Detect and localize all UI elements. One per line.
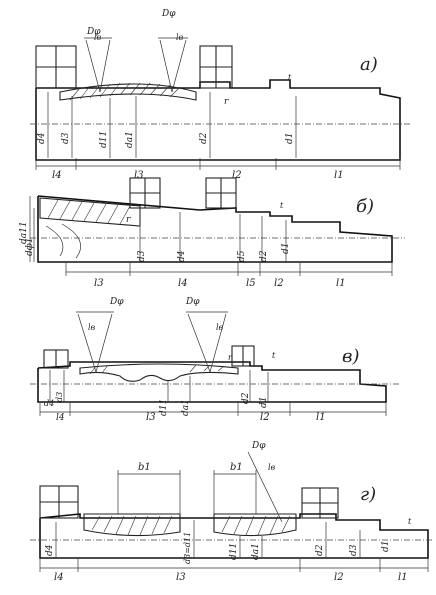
label-d4: d4 [37,132,47,144]
label-l1: l1 [334,170,344,181]
label-t: t [272,351,276,360]
label-l3: l3 [134,170,144,181]
label-dphi-1: Dφ [109,297,124,307]
label-l3: l3 [176,572,186,583]
label-t: t [288,73,292,82]
label-r: r [228,353,233,362]
label-da11: dа11 [19,221,29,244]
label-l5: l5 [246,278,256,289]
label-l4: l4 [52,170,62,181]
caption-a: а) [360,54,378,75]
label-lv: lв [268,463,276,472]
label-d3: d3 [137,250,147,262]
label-dphi-1: Dφ [86,27,101,37]
label-l2: l2 [260,412,270,423]
label-dphi: Dφ [251,441,266,451]
label-dphi1: dф1 [25,237,35,256]
label-d2: d2 [315,544,325,556]
label-b1-1: b1 [138,462,151,473]
label-l1: l1 [398,572,408,583]
label-d1: d1 [259,397,269,409]
label-d3: d3 [61,132,71,144]
label-d2: d2 [259,250,269,262]
label-d2: d2 [241,392,251,404]
label-da1: dа1 [251,543,261,560]
label-r: r [126,215,131,225]
label-lv-2: lв [176,33,184,42]
label-d1: d1 [281,243,291,255]
label-d5: d5 [237,250,247,262]
caption-g: г) [360,484,376,505]
label-l3: l3 [94,278,104,289]
label-d11: d11 [159,399,169,416]
label-d4: d4 [177,250,187,262]
label-l3: l3 [146,412,156,423]
label-l2: l2 [334,572,344,583]
label-d4: d4 [44,399,54,408]
label-l4: l4 [178,278,188,289]
view-v: Dφ Dφ lв lв r t d4 d3 d11 dа1 d2 d1 l4 l… [30,297,400,423]
label-l1: l1 [336,278,346,289]
view-b: r t dа11 dф1 d3 d4 d5 d2 d1 l3 l4 l5 l2 … [19,177,405,289]
label-d1: d1 [285,133,295,145]
label-da1: dа1 [125,131,135,148]
caption-v: в) [342,346,360,367]
view-g: b1 b1 Dφ lв t d4 d3=d11 d11 dа1 d2 d3 d1… [30,441,432,583]
label-b1-2: b1 [230,462,243,473]
label-l2: l2 [274,278,284,289]
label-l4: l4 [56,413,65,423]
view-a: Dφ Dφ lв lв r t d4 d3 d11 dа1 d2 d1 l4 l… [30,9,410,181]
label-lv-1: lв [88,323,96,332]
caption-b: б) [356,196,374,217]
label-d3: d3 [349,544,359,556]
label-d4: d4 [45,544,55,556]
label-l4: l4 [54,572,64,583]
label-d2: d2 [199,132,209,144]
label-t: t [408,517,412,526]
label-r: r [224,97,229,107]
label-d1: d1 [381,541,391,553]
label-d11: d11 [229,543,239,560]
label-l2: l2 [232,170,242,181]
label-da1: dа1 [181,399,191,416]
label-d3: d3 [55,392,64,402]
label-l1: l1 [316,412,326,423]
label-dphi-2: Dφ [185,297,200,307]
label-lv-2: lв [216,323,224,332]
label-d11: d11 [99,131,109,148]
label-dphi-2: Dφ [161,9,176,19]
label-d3-eq-d11: d3=d11 [183,532,192,564]
label-lv-1: lв [94,33,102,42]
label-t: t [280,201,284,210]
